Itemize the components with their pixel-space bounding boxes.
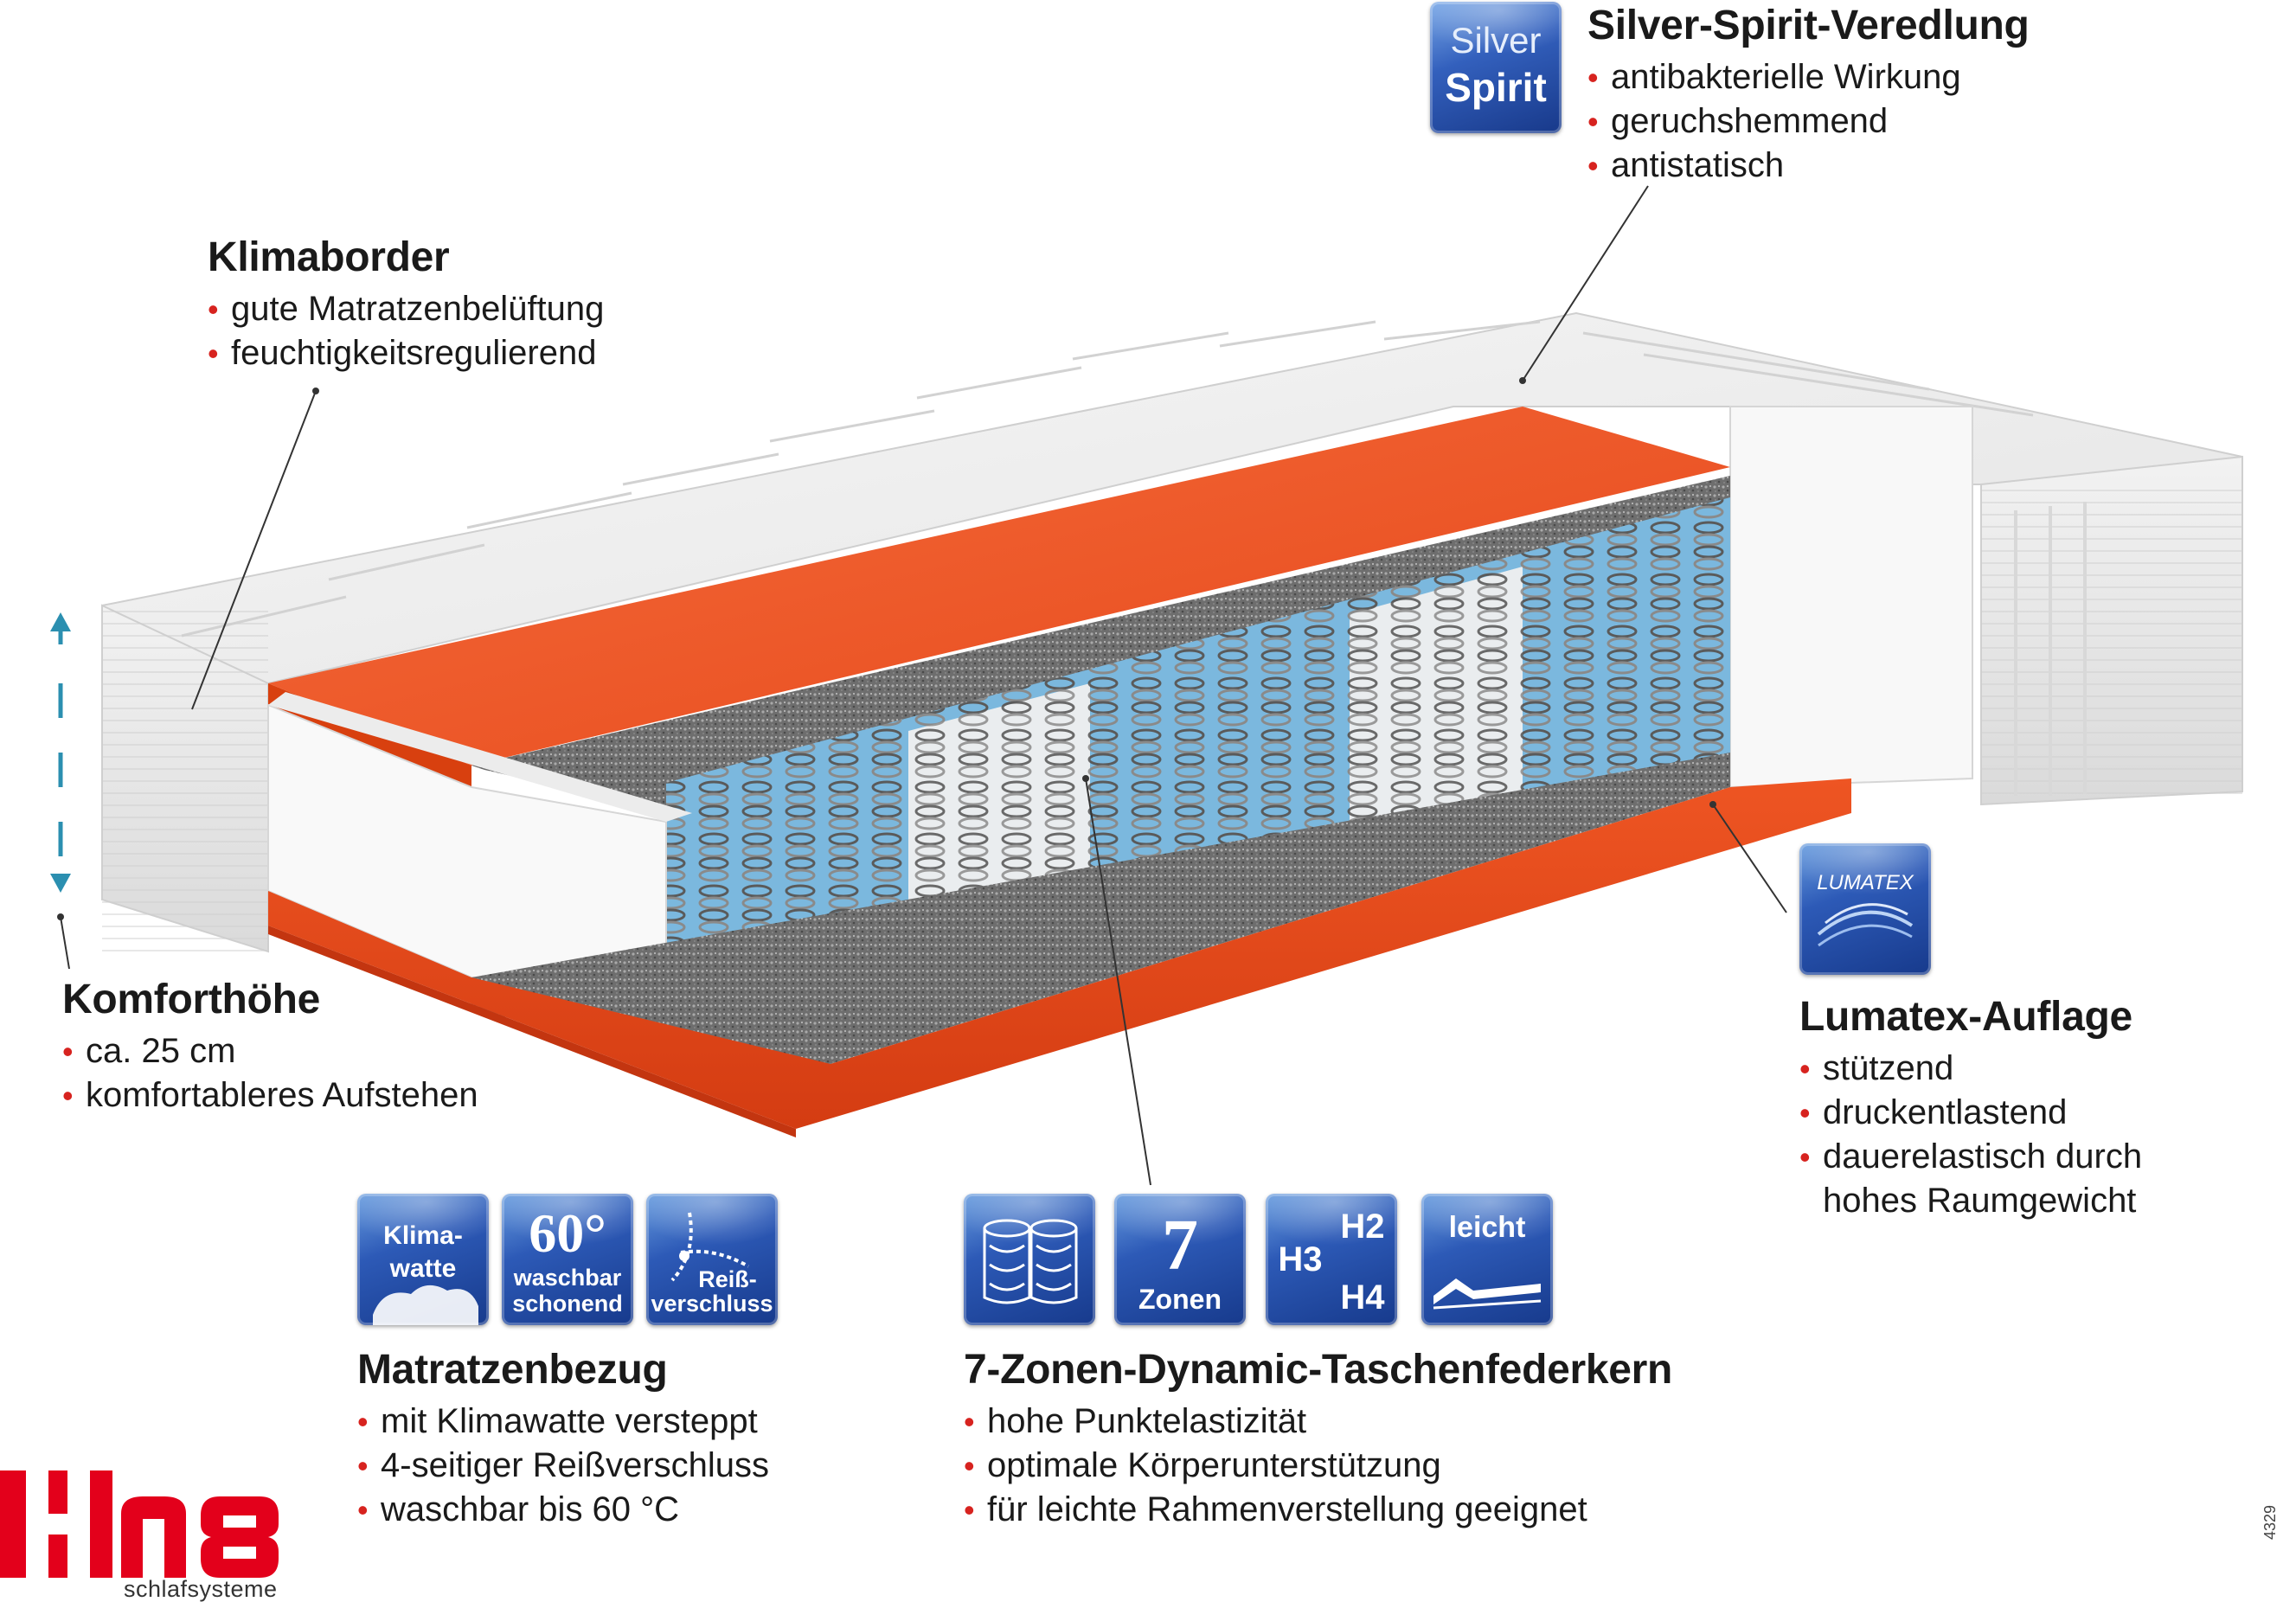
hn8-logo: schlafsysteme bbox=[0, 1470, 285, 1621]
matratzenbezug-title: Matratzenbezug bbox=[357, 1347, 668, 1393]
wash-line1: waschbar bbox=[513, 1265, 622, 1291]
washable-60-badge: 60° waschbar schonend bbox=[502, 1194, 633, 1325]
lumatex-badge-label: LUMATEX bbox=[1817, 871, 1914, 894]
komforthoehe-section: Komforthöhe ca. 25 cm komfortableres Auf… bbox=[62, 976, 478, 1118]
hardness-h2: H2 bbox=[1340, 1208, 1385, 1246]
klimaborder-item: feuchtigkeitsregulierend bbox=[208, 331, 604, 375]
pocket-spring-icon bbox=[983, 1219, 1078, 1304]
matratzenbezug-item: mit Klimawatte versteppt bbox=[357, 1400, 769, 1444]
orange-foam-bottom bbox=[268, 778, 1851, 1129]
leicht-label: leicht bbox=[1448, 1211, 1526, 1244]
lumatex-section: Lumatex-Auflage stützend druckentlastend… bbox=[1799, 993, 2142, 1223]
lumatex-item: stützend bbox=[1799, 1047, 2142, 1091]
lumatex-item-continuation: hohes Raumgewicht bbox=[1823, 1182, 2137, 1220]
zip-line1: Reiß- bbox=[698, 1266, 757, 1292]
cloud-icon bbox=[373, 1285, 478, 1325]
seven-zones-badge: 7 Zonen bbox=[1114, 1194, 1246, 1325]
taschenfederkern-item: für leichte Rahmenverstellung geeignet bbox=[964, 1488, 1672, 1532]
leader-lines bbox=[60, 185, 1787, 1186]
lumatex-badge: LUMATEX bbox=[1799, 843, 1931, 975]
silver-spirit-badge-line1: Silver bbox=[1450, 20, 1542, 61]
silver-spirit-item: geruchshemmend bbox=[1587, 99, 2030, 144]
logo-subtitle: schlafsysteme bbox=[124, 1576, 278, 1602]
taschenfederkern-item: hohe Punktelastizität bbox=[964, 1400, 1672, 1444]
silver-spirit-item: antistatisch bbox=[1587, 144, 2030, 188]
lumatex-title: Lumatex-Auflage bbox=[1799, 994, 2132, 1040]
klimawatte-badge-line1: Klima- bbox=[383, 1221, 463, 1250]
klimaborder-title: Klimaborder bbox=[208, 234, 450, 280]
silver-spirit-title: Silver-Spirit-Veredlung bbox=[1587, 3, 2030, 48]
klimaborder-list: gute Matratzenbelüftung feuchtigkeitsreg… bbox=[208, 287, 604, 375]
hardness-badge: H2 H3 H4 bbox=[1266, 1194, 1397, 1325]
silver-spirit-section: Silver-Spirit-Veredlung antibakterielle … bbox=[1587, 2, 2030, 188]
taschenfederkern-item: optimale Körperunterstützung bbox=[964, 1444, 1672, 1488]
matratzenbezug-list: mit Klimawatte versteppt 4-seitiger Reiß… bbox=[357, 1400, 769, 1532]
zones-label: Zonen bbox=[1138, 1284, 1222, 1315]
silver-spirit-list: antibakterielle Wirkung geruchshemmend a… bbox=[1587, 55, 2030, 188]
komforthoehe-title: Komforthöhe bbox=[62, 977, 320, 1022]
felt-layer-bottom bbox=[471, 753, 1730, 1064]
orange-foam-top bbox=[268, 407, 1730, 766]
lumatex-item: dauerelastisch durch bbox=[1799, 1135, 2142, 1179]
klimaborder-section: Klimaborder gute Matratzenbelüftung feuc… bbox=[208, 234, 604, 375]
taschenfederkern-list: hohe Punktelastizität optimale Körperunt… bbox=[964, 1400, 1672, 1532]
matratzenbezug-section: Matratzenbezug mit Klimawatte versteppt … bbox=[357, 1346, 769, 1532]
zip-line2: verschluss bbox=[651, 1291, 773, 1317]
lumatex-item: druckentlastend bbox=[1799, 1091, 2142, 1135]
hardness-h3: H3 bbox=[1278, 1240, 1323, 1278]
matratzenbezug-item: 4-seitiger Reißverschluss bbox=[357, 1444, 769, 1488]
lumatex-list: stützend druckentlastend dauerelastisch … bbox=[1799, 1047, 2142, 1223]
spring-core-badge bbox=[964, 1194, 1095, 1325]
hn8-logo-mark bbox=[0, 1470, 279, 1578]
article-code: 4329 bbox=[2261, 1504, 2279, 1540]
silver-spirit-badge: Silver Spirit bbox=[1430, 2, 1562, 133]
hardness-h4: H4 bbox=[1340, 1278, 1385, 1317]
zipper-icon bbox=[670, 1212, 750, 1282]
komforthoehe-list: ca. 25 cm komfortableres Aufstehen bbox=[62, 1029, 478, 1118]
matratzenbezug-item: waschbar bis 60 °C bbox=[357, 1488, 769, 1532]
klimawatte-badge-line2: watte bbox=[389, 1254, 457, 1283]
height-arrow-icon bbox=[50, 612, 71, 893]
wash-line2: schonend bbox=[512, 1291, 623, 1317]
lumatex-wave-icon bbox=[1817, 903, 1914, 947]
silver-spirit-badge-line2: Spirit bbox=[1445, 65, 1547, 110]
taschenfederkern-title: 7-Zonen-Dynamic-Taschenfederkern bbox=[964, 1347, 1673, 1393]
taschenfederkern-section: 7-Zonen-Dynamic-Taschenfederkern hohe Pu… bbox=[964, 1346, 1672, 1532]
zipper-badge: Reiß- verschluss bbox=[646, 1194, 778, 1325]
silver-spirit-item: antibakterielle Wirkung bbox=[1587, 55, 2030, 99]
adjustable-frame-icon bbox=[1433, 1278, 1542, 1310]
komforthoehe-item: komfortableres Aufstehen bbox=[62, 1073, 478, 1118]
foam-block-right bbox=[1729, 406, 1973, 789]
komforthoehe-item: ca. 25 cm bbox=[62, 1029, 478, 1073]
klimaborder-item: gute Matratzenbelüftung bbox=[208, 287, 604, 331]
klimawatte-badge: Klima- watte bbox=[357, 1194, 489, 1325]
zones-number: 7 bbox=[1162, 1205, 1198, 1285]
adjustable-frame-badge: leicht bbox=[1421, 1194, 1553, 1325]
wash-temp: 60° bbox=[529, 1202, 606, 1264]
